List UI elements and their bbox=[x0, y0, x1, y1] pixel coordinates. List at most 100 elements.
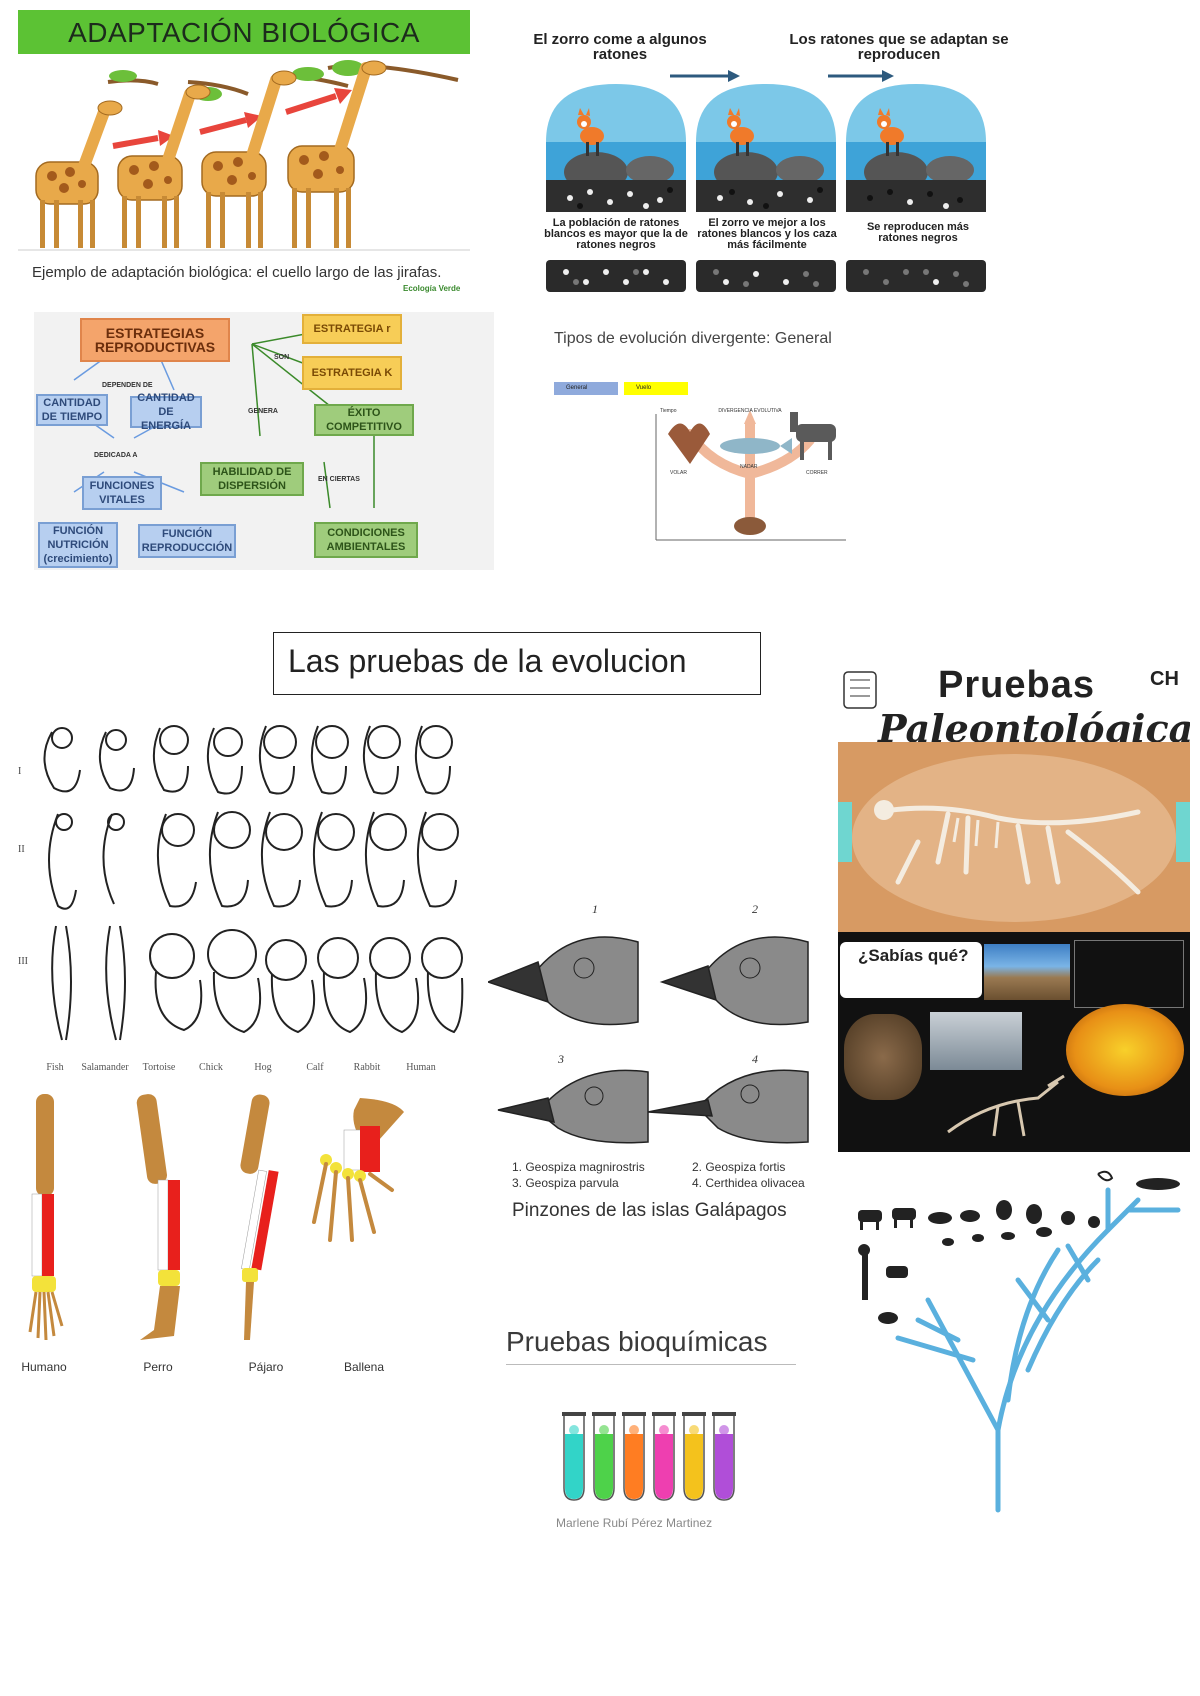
fox-caption-1: La población de ratones blancos es mayor… bbox=[544, 217, 688, 251]
phylogenetic-tree-figure bbox=[858, 1170, 1198, 1520]
concept-funciones-vitales: FUNCIONES VITALES bbox=[82, 476, 162, 510]
concept-cantidad-tiempo: CANTIDAD DE TIEMPO bbox=[36, 394, 108, 426]
embryo-comparison-figure: I II III bbox=[10, 710, 466, 1080]
finch-species-3: 3. Geospiza parvula bbox=[512, 1176, 619, 1190]
divergent-evolution-figure: Tipos de evolución divergente: General G… bbox=[554, 330, 864, 545]
edge-son: SON bbox=[274, 354, 290, 361]
embryo-label-salamander: Salamander bbox=[81, 1062, 129, 1073]
pruebas-title-box: Las pruebas de la evolucion bbox=[273, 632, 761, 695]
limb-label-humano: Humano bbox=[21, 1360, 67, 1374]
finch-title: Pinzones de las islas Galápagos bbox=[512, 1200, 787, 1221]
legend-vuelo: Vuelo bbox=[624, 382, 688, 395]
biochemical-evidence-figure: Pruebas bioquímicas Marlene Rubí Pérez M… bbox=[506, 1326, 796, 1546]
finch-species-2: 2. Geospiza fortis bbox=[692, 1160, 786, 1174]
giraffe-1 bbox=[35, 100, 123, 248]
limb-bones-drawing bbox=[28, 1094, 404, 1341]
fox-header-right: Los ratones que se adaptan se reproducen bbox=[789, 31, 1009, 63]
divergent-tree-diagram: DIVERGENCIA EVOLUTIVA Tiempo VOLAR NADAR… bbox=[650, 404, 850, 544]
paleo-logo: CH bbox=[1150, 668, 1179, 690]
ecologia-verde-logo: Ecología Verde bbox=[403, 284, 461, 293]
phylogenetic-tree-drawing bbox=[858, 1170, 1181, 1513]
edge-dedicada: DEDICADA A bbox=[94, 452, 138, 459]
giraffe-2 bbox=[117, 84, 211, 248]
fox-caption-3: Se reproducen más ratones negros bbox=[866, 221, 970, 244]
fox-mice-selection-figure: El zorro come a algunos ratones Los rato… bbox=[510, 22, 1018, 294]
limb-label-perro: Perro bbox=[143, 1360, 173, 1374]
embryo-label-human: Human bbox=[406, 1062, 436, 1073]
diagram-label-nadar: NADAR bbox=[740, 464, 758, 470]
lab-scientist-photo bbox=[930, 1012, 1022, 1070]
biochem-title: Pruebas bioquímicas bbox=[506, 1326, 768, 1357]
embryo-row-2: II bbox=[18, 844, 25, 855]
edge-genera: GENERA bbox=[248, 408, 278, 415]
embryo-row-1: I bbox=[18, 766, 22, 777]
giraffe-3 bbox=[201, 70, 297, 248]
finch-heads-drawing bbox=[488, 936, 809, 1144]
concept-funcion-reproduccion: FUNCIÓN REPRODUCCIÓN bbox=[138, 524, 236, 558]
giraffe-caption: Ejemplo de adaptación biológica: el cuel… bbox=[32, 264, 442, 281]
biochem-underline bbox=[506, 1364, 796, 1365]
giraffe-title: ADAPTACIÓN BIOLÓGICA bbox=[68, 17, 420, 48]
fox-header-left: El zorro come a algunos ratones bbox=[533, 31, 707, 63]
limb-label-pajaro: Pájaro bbox=[248, 1360, 284, 1374]
fox-mice-illustration bbox=[546, 70, 986, 292]
paleo-title-line1: Pruebas bbox=[938, 664, 1095, 706]
embryo-row-3: III bbox=[18, 956, 28, 967]
legend-general: General bbox=[554, 382, 618, 395]
pruebas-title: Las pruebas de la evolucion bbox=[288, 643, 687, 679]
reproductive-strategies-concept-map: ESTRATEGIAS REPRODUCTIVAS ESTRATEGIA r E… bbox=[34, 312, 494, 570]
diagram-label-volar: VOLAR bbox=[670, 470, 687, 476]
limb-label-ballena: Ballena bbox=[343, 1360, 385, 1374]
paleontological-evidence-poster: Pruebas CH Paleontológicas bbox=[838, 650, 1190, 1152]
homologous-limbs-figure: Humano Perro Pájaro Ballena bbox=[14, 1090, 434, 1380]
embryo-label-hog: Hog bbox=[254, 1062, 272, 1073]
diagram-label-correr: CORRER bbox=[806, 470, 828, 476]
concept-exito: ÉXITO COMPETITIVO bbox=[314, 404, 414, 436]
test-tube bbox=[622, 1412, 646, 1501]
fox-caption-2: El zorro ve mejor a los ratones blancos … bbox=[697, 217, 837, 251]
finch-number-4: 4 bbox=[752, 1052, 758, 1066]
finch-species-4: 4. Certhidea olivacea bbox=[692, 1176, 805, 1190]
concept-cantidad-energia: CANTIDAD DE ENERGÍA bbox=[130, 392, 202, 432]
test-tube bbox=[682, 1412, 706, 1501]
embryo-label-chick: Chick bbox=[199, 1062, 223, 1073]
embryo-label-rabbit: Rabbit bbox=[353, 1062, 381, 1073]
embryo-drawings bbox=[43, 725, 464, 1041]
finch-species-1: 1. Geospiza magnirostris bbox=[512, 1160, 645, 1174]
university-crest-icon bbox=[843, 671, 877, 709]
finch-number-2: 2 bbox=[752, 902, 758, 916]
concept-funcion-nutricion: FUNCIÓN NUTRICIÓN (crecimiento) bbox=[38, 522, 118, 568]
diagram-header: DIVERGENCIA EVOLUTIVA bbox=[718, 408, 782, 414]
diagram-label-tiempo: Tiempo bbox=[660, 408, 677, 414]
amber-fossil-image bbox=[1066, 1004, 1184, 1096]
test-tube bbox=[652, 1412, 676, 1501]
trilobite-fossil-image bbox=[844, 1014, 922, 1100]
test-tube bbox=[712, 1412, 736, 1501]
embryo-label-fish: Fish bbox=[46, 1062, 64, 1073]
concept-condiciones: CONDICIONES AMBIENTALES bbox=[314, 522, 418, 558]
sabias-heading: ¿Sabías qué? bbox=[858, 946, 969, 965]
divergent-title: Tipos de evolución divergente: General bbox=[554, 330, 832, 347]
paleo-info-section bbox=[838, 932, 1190, 1152]
giraffes-illustration bbox=[18, 60, 470, 251]
dinosaur-fossil-image bbox=[838, 742, 1190, 932]
author-name: Marlene Rubí Pérez Martinez bbox=[556, 1516, 713, 1530]
test-tube bbox=[592, 1412, 616, 1501]
test-tube bbox=[562, 1412, 586, 1501]
embryo-label-tortoise: Tortoise bbox=[142, 1062, 176, 1073]
info-text-box bbox=[1074, 940, 1184, 1008]
test-tubes-drawing bbox=[562, 1412, 736, 1501]
finch-number-3: 3 bbox=[558, 1052, 564, 1066]
edge-en-ciertas: EN CIERTAS bbox=[318, 476, 360, 483]
galapagos-finches-figure: 1 2 3 4 1. Geospiza magnirostris 2. Geos… bbox=[488, 902, 828, 1227]
concept-strategy-r: ESTRATEGIA r bbox=[302, 314, 402, 344]
giraffe-adaptation-figure: ADAPTACIÓN BIOLÓGICA bbox=[18, 10, 470, 302]
sabias-card bbox=[840, 942, 982, 998]
concept-habilidad: HABILIDAD DE DISPERSIÓN bbox=[200, 462, 304, 496]
concept-root: ESTRATEGIAS REPRODUCTIVAS bbox=[80, 318, 230, 362]
landscape-photo bbox=[984, 944, 1070, 1000]
giraffe-title-bar bbox=[18, 10, 470, 54]
embryo-label-calf: Calf bbox=[306, 1062, 324, 1073]
giraffe-4 bbox=[287, 60, 387, 248]
concept-strategy-k: ESTRATEGIA K bbox=[302, 356, 402, 390]
